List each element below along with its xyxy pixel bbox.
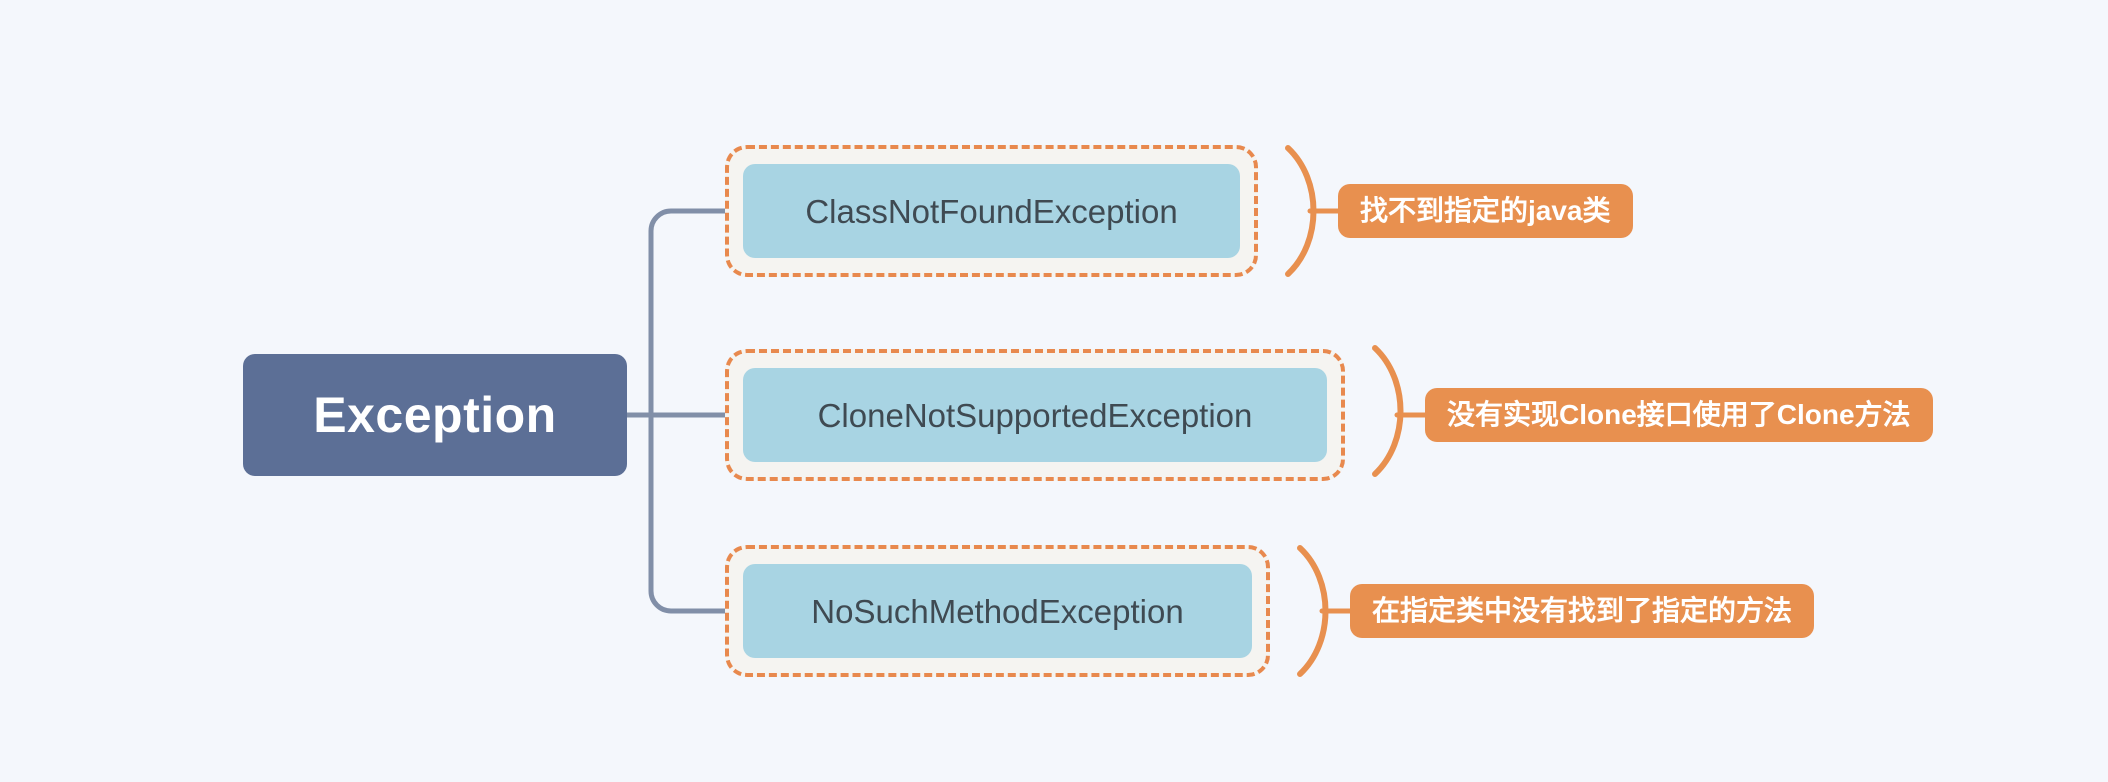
child-node-label: ClassNotFoundException — [805, 192, 1178, 230]
child-node-no-such-method-exception[interactable]: NoSuchMethodException — [743, 564, 1252, 658]
note-pill-clone-not-supported-exception[interactable]: 没有实现Clone接口使用了Clone方法 — [1425, 388, 1933, 442]
root-node-label: Exception — [313, 387, 557, 443]
note-pill-no-such-method-exception[interactable]: 在指定类中没有找到了指定的方法 — [1350, 584, 1815, 638]
note-pill-label: 在指定类中没有找到了指定的方法 — [1372, 595, 1793, 626]
note-pill-class-not-found-exception[interactable]: 找不到指定的java类 — [1338, 184, 1633, 238]
note-pill-label: 找不到指定的java类 — [1360, 195, 1611, 226]
brace-arc-2 — [1372, 345, 1404, 477]
dashed-group-clone-not-supported-exception: CloneNotSupportedException — [725, 349, 1345, 481]
dashed-group-class-not-found-exception: ClassNotFoundException — [725, 145, 1258, 277]
child-node-label: CloneNotSupportedException — [817, 396, 1253, 434]
note-pill-label: 没有实现Clone接口使用了Clone方法 — [1447, 399, 1911, 430]
brace-arc-1 — [1285, 145, 1317, 277]
dashed-group-no-such-method-exception: NoSuchMethodException — [725, 545, 1270, 677]
brace-arc-3 — [1297, 545, 1329, 677]
child-node-clone-not-supported-exception[interactable]: CloneNotSupportedException — [743, 368, 1327, 462]
root-node-exception[interactable]: Exception — [243, 354, 627, 476]
child-node-class-not-found-exception[interactable]: ClassNotFoundException — [743, 164, 1240, 258]
child-node-label: NoSuchMethodException — [811, 592, 1184, 630]
